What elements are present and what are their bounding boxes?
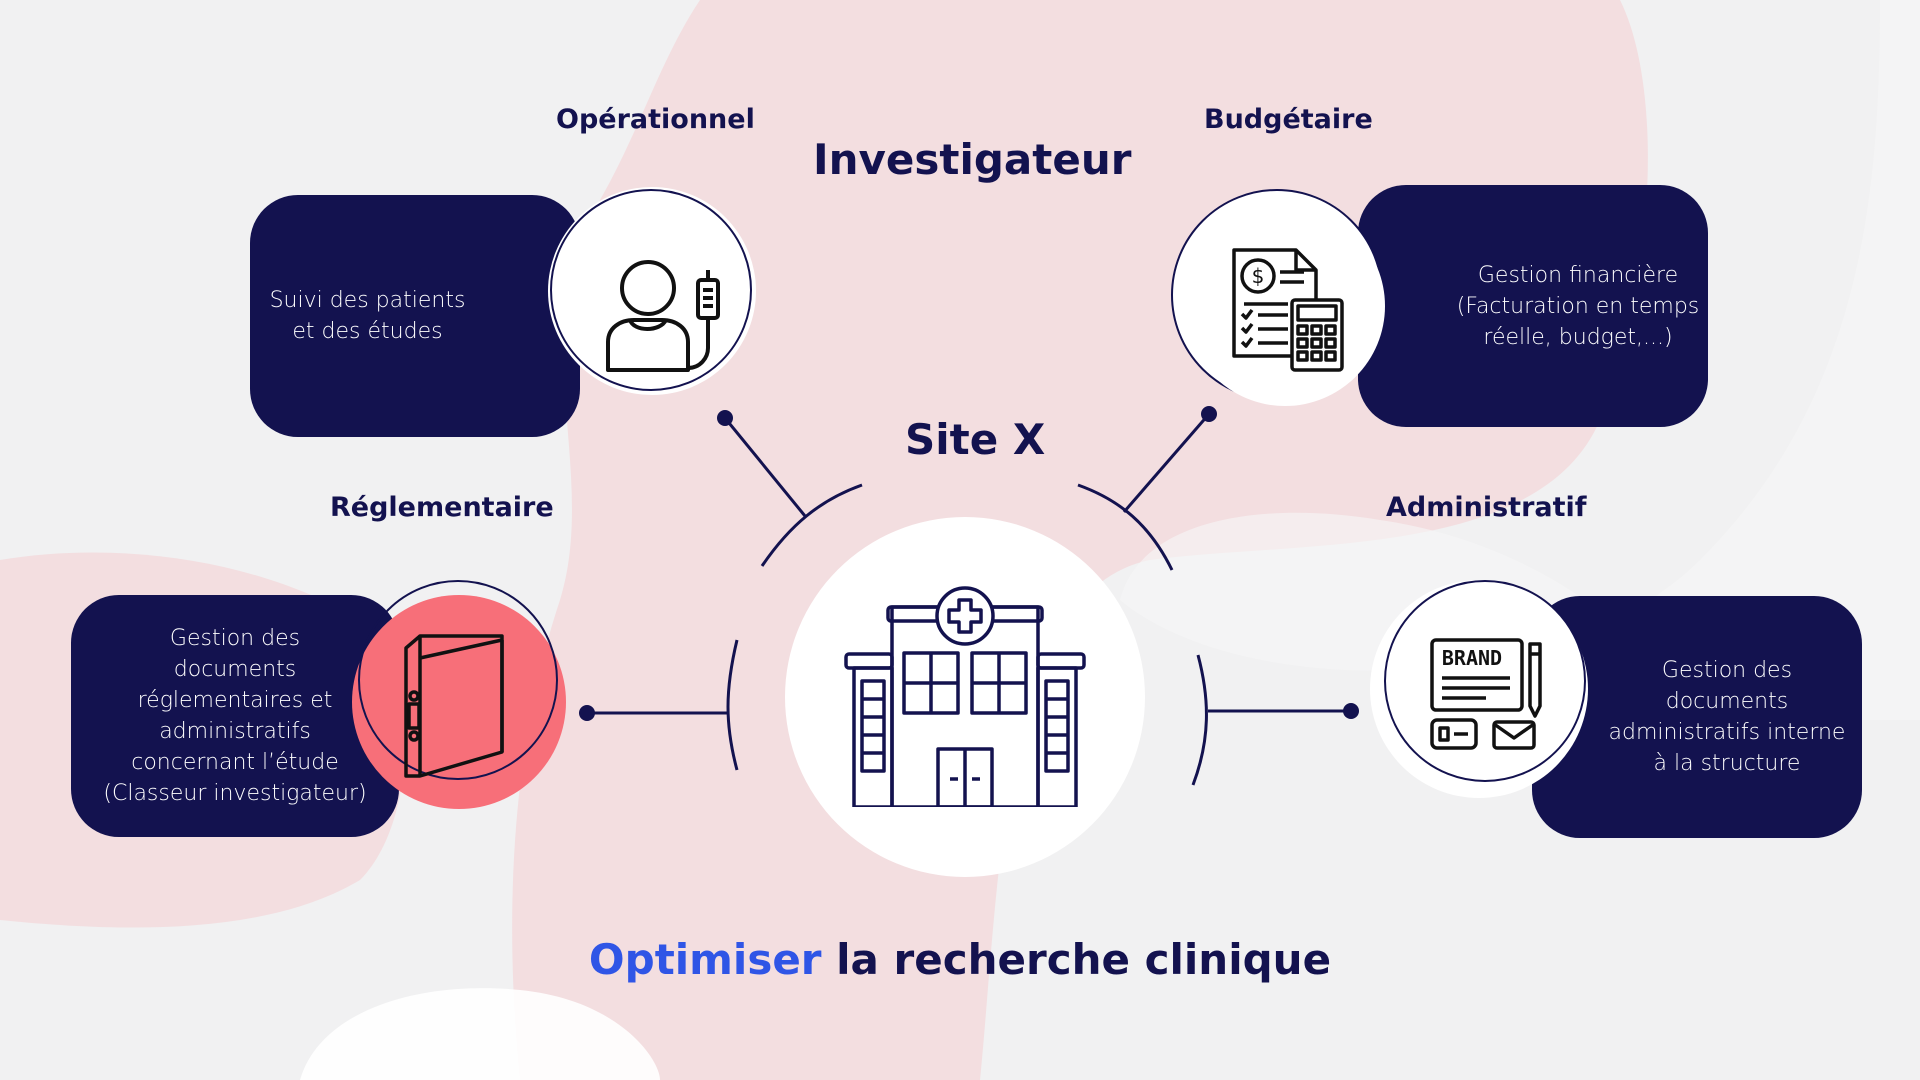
label-operationnel: Opérationnel (556, 104, 755, 135)
label-site: Site X (905, 415, 1046, 464)
dot-left (579, 705, 595, 721)
line-top-right (1122, 413, 1211, 513)
footer-title: Optimiser la recherche clinique (0, 935, 1920, 984)
white-blob-right (1120, 0, 1920, 720)
card-budgetaire-text: Gestion financière (Facturation en temps… (1456, 262, 1700, 350)
card-administratif-text: Gestion des documents administratifs int… (1608, 658, 1846, 776)
card-budgetaire: Gestion financière (Facturation en temps… (1358, 185, 1708, 427)
card-administratif: Gestion des documents administratifs int… (1532, 596, 1862, 838)
label-budgetaire: Budgétaire (1204, 104, 1373, 135)
circle-reglementaire-outline (358, 580, 558, 780)
arc-left (726, 639, 739, 771)
hospital-icon (844, 586, 1086, 807)
dot-top-right (1201, 406, 1217, 422)
svg-text:$: $ (1252, 264, 1265, 288)
footer-accent-word: Optimiser (588, 935, 822, 984)
card-operationnel: Suivi des patients et des études (250, 195, 580, 437)
card-operationnel-text: Suivi des patients et des études (269, 288, 466, 344)
circle-center (785, 517, 1145, 877)
footer-rest: la recherche clinique (821, 935, 1332, 984)
white-blob-bottom (300, 988, 660, 1080)
patient-with-iv-icon (606, 260, 720, 372)
dot-right (1343, 703, 1359, 719)
binder-icon (404, 634, 504, 778)
circle-budgetaire-fill (1185, 206, 1385, 406)
invoice-calculator-icon: $ (1232, 248, 1344, 372)
arc-top-left (760, 483, 863, 567)
arc-top-right (1077, 483, 1174, 571)
label-reglementaire: Réglementaire (330, 492, 554, 523)
brand-documents-icon: BRAND (1430, 638, 1542, 750)
card-reglementaire: Gestion des documents réglementaires et … (71, 595, 399, 837)
circle-administratif (1384, 580, 1586, 782)
title-investigateur: Investigateur (813, 135, 1132, 184)
line-top-left (723, 417, 807, 517)
label-administratif: Administratif (1386, 492, 1587, 523)
dot-top-left (717, 410, 733, 426)
card-reglementaire-text: Gestion des documents réglementaires et … (103, 626, 367, 806)
svg-text:BRAND: BRAND (1442, 646, 1502, 670)
arc-right (1191, 654, 1208, 786)
